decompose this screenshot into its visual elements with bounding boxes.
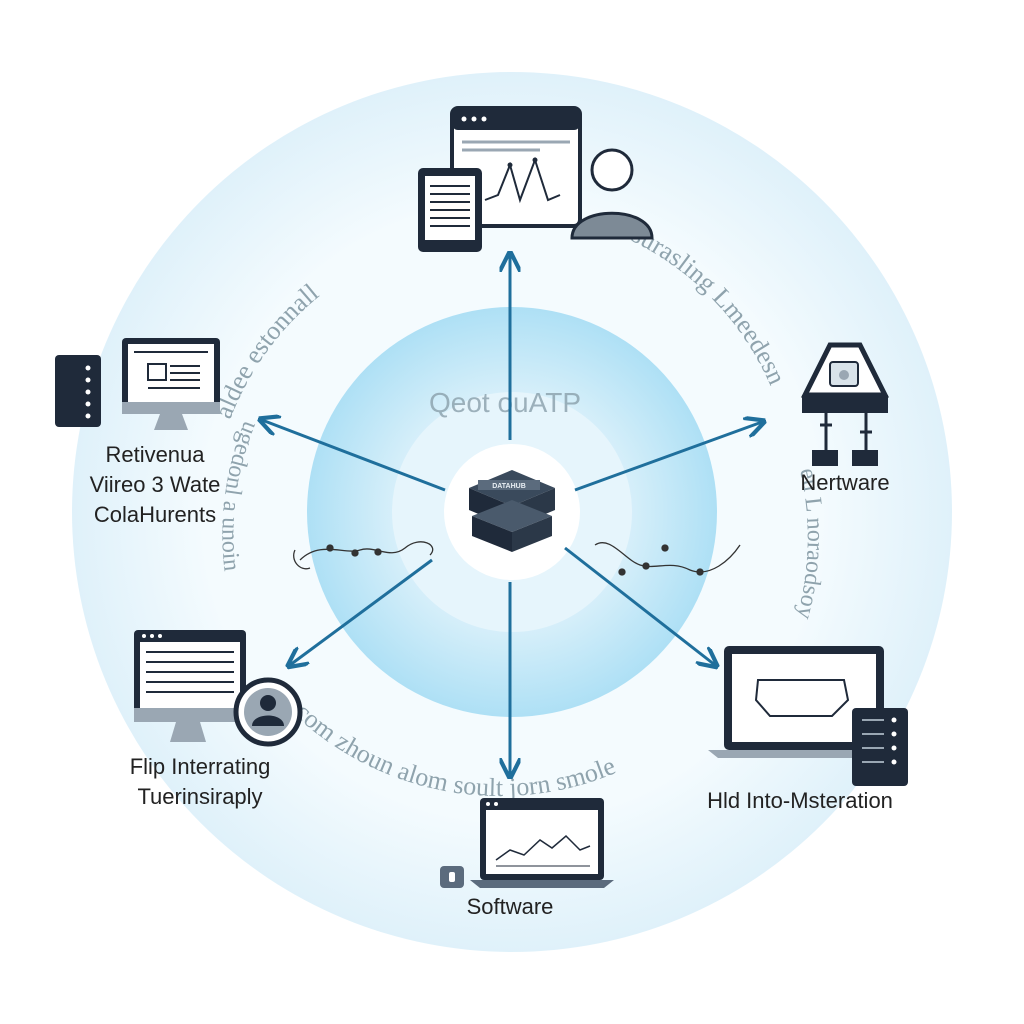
node-label-line: Hld Into-Msteration [707, 788, 893, 813]
monitor-with-server-icon [55, 338, 220, 430]
hub-chip-stack-icon: DATAHUB [469, 470, 555, 552]
node-label-line: Software [466, 894, 554, 919]
laptop-with-server-icon [708, 646, 908, 786]
node-label-line: Flip Interrating [129, 754, 271, 779]
node-label-left-bottom: Flip Interrating Tuerinsiraply [95, 752, 305, 812]
node-label-line: Tuerinsiraply [137, 784, 263, 809]
node-label-bottom: Software [430, 892, 590, 922]
arrow-right-top [574, 422, 762, 492]
arrow-right-bottom [564, 546, 715, 665]
node-label-line: Nertware [800, 470, 890, 495]
node-label-line: Viireo 3 Wate [89, 472, 221, 497]
laptop-chart-icon [440, 798, 614, 888]
right-squiggle [594, 542, 741, 576]
monitor-with-user-icon [134, 630, 303, 747]
arrow-left-top [262, 420, 446, 492]
connector-arrows [262, 255, 762, 775]
node-label-line: ColaHurents [93, 502, 217, 527]
node-label-left-top: Retivenua Viireo 3 Wate ColaHurents [60, 440, 250, 530]
hub-chip-label: DATAHUB [492, 483, 526, 490]
network-hardware-icon [800, 342, 890, 466]
node-label-right-top: Nertware [770, 468, 920, 498]
node-label-right-bottom: Hld Into-Msteration [680, 786, 920, 816]
left-squiggle [293, 541, 434, 570]
dashboard-tablet-user-icon [418, 106, 654, 252]
center-watermark: Qeot ouATP [429, 387, 581, 418]
node-label-line: Retivenua [105, 442, 205, 467]
arrow-left-bottom [290, 558, 433, 665]
